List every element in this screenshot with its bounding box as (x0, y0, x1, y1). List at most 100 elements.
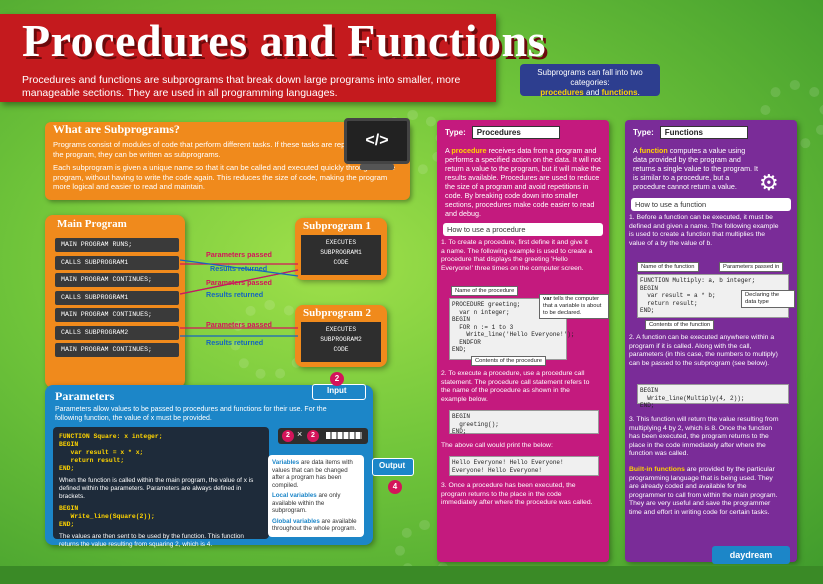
main-program-line: CALLS SUBPROGRAM1 (55, 256, 179, 270)
function-type-row: Type: Functions (633, 126, 748, 139)
function-type-label: Type: (633, 128, 654, 137)
functions-panel: Type: Functions A function computes a val… (625, 120, 797, 562)
main-program-line: CALLS SUBPROGRAM1 (55, 291, 179, 305)
categories-end: . (637, 88, 640, 97)
categories-text: Subprograms can fall into two categories… (537, 68, 643, 87)
input-value-badge: 2 (330, 372, 344, 386)
function-step-1: 1. Before a function can be executed, it… (629, 214, 779, 247)
results-returned-label: Results returned (210, 264, 268, 273)
procedure-type-select[interactable]: Procedures (471, 126, 560, 139)
main-program-line: CALLS SUBPROGRAM2 (55, 326, 179, 340)
procedure-output: Hello Everyone! Hello Everyone! Everyone… (449, 456, 599, 476)
main-program-line: MAIN PROGRAM CONTINUES; (55, 308, 179, 322)
subprogram-2-line: EXECUTES (325, 326, 357, 333)
var-callout: var tells the computer that a variable i… (539, 294, 609, 319)
builtin-functions-term: Built-in functions (629, 466, 685, 473)
categories-box: Subprograms can fall into two categories… (520, 64, 660, 97)
params-passed-label: Parameters passed (206, 278, 272, 287)
builtin-functions-def: are provided by the particular programmi… (629, 466, 778, 516)
progress-bars (326, 432, 362, 439)
code-monitor-icon: </> (344, 118, 410, 164)
subprogram-1-line: EXECUTES (325, 239, 357, 246)
daydream-logo: daydream (712, 546, 790, 564)
local-variables-def: are only available within the subprogram… (272, 492, 341, 514)
var-callout-text: tells the computer that a variable is ab… (543, 296, 602, 316)
builtin-functions-text: Built-in functions are provided by the p… (629, 466, 781, 518)
params-passed-label: Parameters passed (206, 250, 272, 259)
procedure-type-label: Type: (445, 128, 466, 137)
multiply-icon: × (297, 429, 303, 439)
subprogram-1-line: SUBPROGRAM1 (320, 249, 362, 256)
function-howto-title: How to use a function (635, 200, 707, 209)
intro-text: Procedures and functions are subprograms… (22, 74, 461, 99)
function-step-3: 3. This function will return the value r… (629, 416, 779, 458)
function-name-callout: Name of the function (637, 262, 699, 272)
procedure-name-callout: Name of the procedure (451, 286, 519, 296)
function-type-select[interactable]: Functions (659, 126, 748, 139)
results-returned-label: Results returned (206, 290, 264, 299)
what-are-subprograms-heading: What are Subprograms? (53, 122, 180, 136)
results-returned-label: Results returned (206, 338, 264, 347)
result-arrow-line (180, 259, 299, 277)
subprogram-1-line: CODE (333, 259, 349, 266)
function-desc-b: computes a value using data provided by … (633, 146, 759, 191)
output-label: Output (379, 461, 406, 470)
categories-and: and (583, 88, 602, 97)
procedure-howto-header: How to use a procedure (443, 223, 603, 236)
function-desc: A function computes a value using data p… (633, 146, 761, 191)
categories-procedures: procedures (540, 88, 584, 97)
subprogram-2-line: CODE (333, 346, 349, 353)
procedure-howto-title: How to use a procedure (447, 225, 526, 234)
what-are-subprograms-box: What are Subprograms? Programs consist o… (45, 122, 410, 200)
subprogram-2-line: SUBPROGRAM2 (320, 336, 362, 343)
param-arrow-line (180, 269, 299, 295)
input-label: Input (327, 386, 347, 395)
function-type-callout: Declaring the data type (741, 290, 795, 308)
function-howto-header: How to use a function (631, 198, 791, 211)
subprogram-1-heading: Subprogram 1 (303, 220, 371, 232)
subprogram-2-box: Subprogram 2 EXECUTES SUBPROGRAM2 CODE (295, 305, 387, 367)
machine-input-a: 2 (282, 430, 294, 442)
square-call-code: BEGIN Write_line(Square(2)); END; (59, 505, 155, 528)
procedure-step-2: 2. To execute a procedure, use a procedu… (441, 370, 590, 403)
monitor-stand (360, 164, 394, 170)
footer-strip (0, 566, 823, 584)
output-tab: Output (372, 458, 414, 476)
output-value-badge: 4 (388, 480, 402, 494)
flow-arrows (180, 259, 299, 337)
square-function-code: FUNCTION Square: x integer; BEGIN var re… (59, 433, 163, 472)
procedure-desc-term: procedure (451, 146, 487, 155)
function-contents-callout: Contents of the function (645, 320, 715, 330)
subprogram-1-code: EXECUTES SUBPROGRAM1 CODE (301, 235, 381, 275)
main-program-line: MAIN PROGRAM RUNS; (55, 238, 179, 252)
subprogram-2-code: EXECUTES SUBPROGRAM2 CODE (301, 322, 381, 362)
function-code-1: FUNCTION Multiply: a, b integer; BEGIN v… (637, 274, 789, 318)
parameters-text-1: When the function is called within the m… (59, 477, 254, 500)
parameters-code-panel: FUNCTION Square: x integer; BEGIN var re… (53, 427, 269, 548)
variables-term: Variables (272, 459, 300, 466)
procedure-desc: A procedure receives data from a program… (445, 146, 603, 218)
main-program-heading: Main Program (57, 218, 127, 230)
categories-functions: functions (601, 88, 638, 97)
variables-def: are data items with values that can be c… (272, 459, 353, 489)
input-tab: Input (312, 384, 366, 400)
function-machine: 2 × 2 (278, 428, 368, 444)
main-program-line: MAIN PROGRAM CONTINUES; (55, 343, 179, 357)
procedure-contents-callout: Contents of the procedure (471, 356, 547, 366)
page-title: Procedures and Functions (22, 15, 547, 66)
local-variables-term: Local variables (272, 492, 317, 499)
global-variables-def: are available throughout the whole progr… (272, 517, 357, 533)
gears-icon: ⚙ (759, 170, 779, 195)
parameters-heading: Parameters (55, 389, 115, 403)
function-code-2: BEGIN Write_line(Multiply(4, 2)); END; (637, 384, 789, 409)
parameters-box: Parameters Parameters allow values to be… (45, 385, 373, 548)
parameters-text-2: The values are then sent to be used by t… (59, 533, 244, 548)
what-are-subprograms-body: Programs consist of modules of code that… (53, 140, 403, 196)
what-are-para-1: Programs consist of modules of code that… (53, 140, 403, 159)
procedures-panel: Type: Procedures A procedure receives dat… (437, 120, 609, 562)
procedure-desc-b: receives data from a program and perform… (445, 146, 601, 218)
function-desc-term: function (639, 146, 668, 155)
global-variables-term: Global variables (272, 517, 320, 525)
var-callout-term: var (543, 296, 552, 302)
procedure-code-2: BEGIN greeting(); END; (449, 410, 599, 435)
